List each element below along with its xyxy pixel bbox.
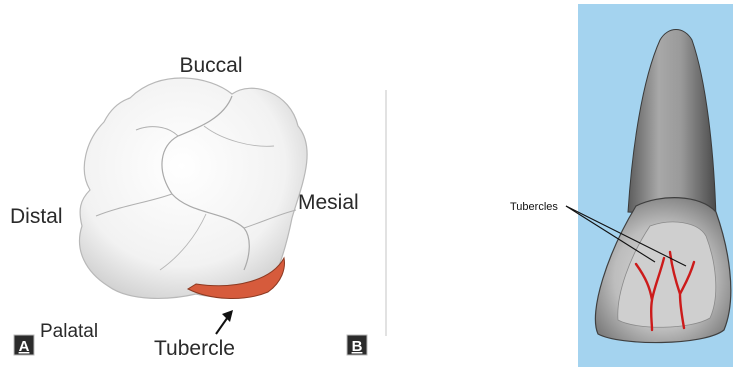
tubercle-arrow-head xyxy=(222,310,233,322)
panel-a: Buccal Distal Mesial Palatal Tubercle A xyxy=(10,54,359,360)
molar-crown xyxy=(80,78,308,298)
panel-b-badge: B xyxy=(352,338,363,355)
panel-a-badge: A xyxy=(19,338,30,355)
buccal-label: Buccal xyxy=(179,54,242,77)
panel-b: Tubercles xyxy=(510,4,733,367)
mesial-label: Mesial xyxy=(298,191,359,214)
tubercle-label: Tubercle xyxy=(154,337,235,360)
palatal-label: Palatal xyxy=(40,321,98,342)
tubercles-label: Tubercles xyxy=(510,201,558,213)
distal-label: Distal xyxy=(10,205,63,228)
